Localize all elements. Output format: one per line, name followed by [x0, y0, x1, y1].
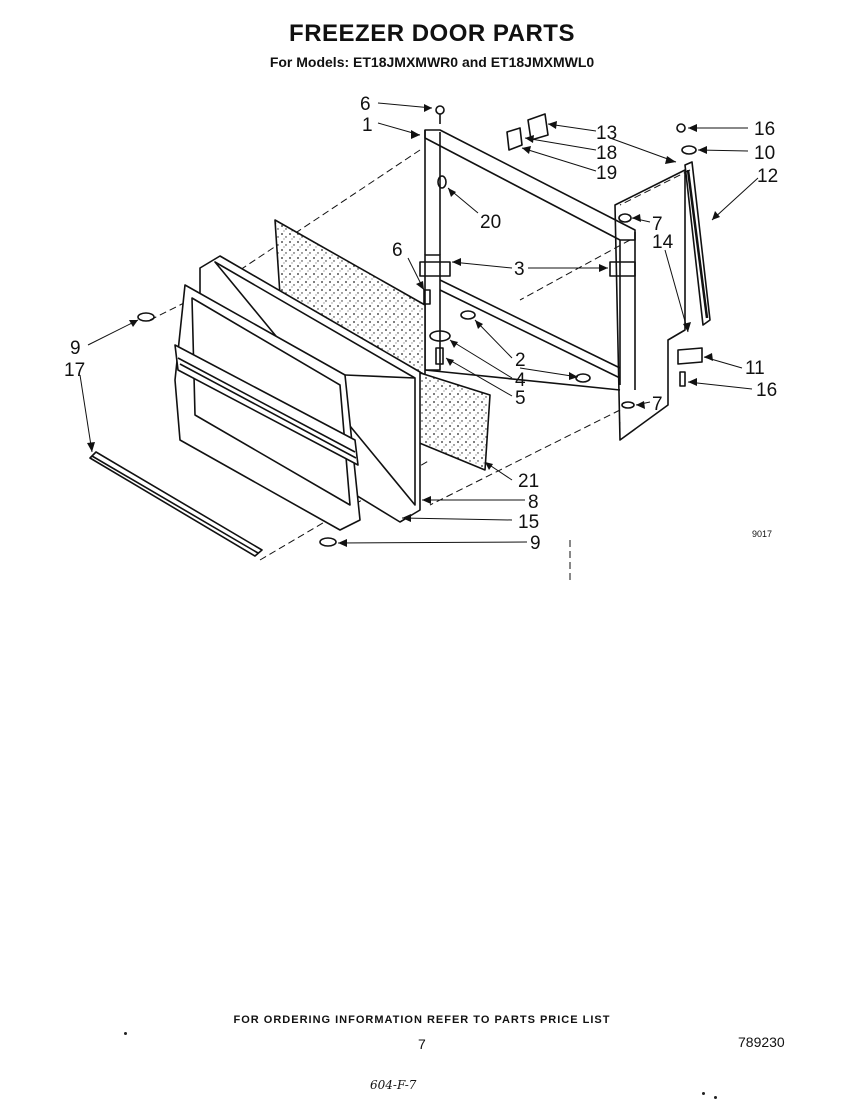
callout-6-top: 6 [360, 94, 371, 115]
callout-labels: 6 1 13 18 19 16 10 12 20 7 14 3 6 9 17 2… [64, 94, 778, 554]
callout-9-bottom: 9 [530, 533, 541, 554]
callout-7-top: 7 [652, 214, 663, 235]
callout-15: 15 [518, 512, 539, 533]
model-subtitle: For Models: ET18JMXMWR0 and ET18JMXMWL0 [269, 54, 595, 70]
door-gasket [89, 451, 263, 557]
document-number: 789230 [738, 1034, 785, 1050]
callout-18: 18 [596, 143, 617, 164]
callout-11: 11 [745, 358, 765, 379]
fasteners [137, 105, 703, 547]
callout-10: 10 [754, 143, 775, 164]
hinge-shims [506, 113, 549, 151]
callout-7-bottom: 7 [652, 394, 663, 415]
callout-19: 19 [596, 163, 617, 184]
ordering-note: FOR ORDERING INFORMATION REFER TO PARTS … [233, 1014, 611, 1026]
callout-16-top: 16 [754, 119, 775, 140]
callout-5: 5 [515, 388, 526, 409]
callout-20: 20 [480, 212, 501, 233]
stray-mark [714, 1096, 717, 1099]
figure-code: 9017 [752, 529, 772, 539]
leader-arrowheads [87, 104, 720, 547]
callout-17: 17 [64, 360, 85, 381]
hinge-bracket [614, 169, 686, 441]
hinge-rod [684, 161, 711, 326]
page-number: 7 [418, 1036, 426, 1052]
callout-2: 2 [515, 350, 526, 371]
callout-6-mid: 6 [392, 240, 403, 261]
assembly-dashed-lines [149, 149, 691, 580]
callout-1: 1 [362, 115, 373, 136]
stray-mark [702, 1092, 705, 1095]
callout-14: 14 [652, 232, 674, 253]
callout-9-left: 9 [70, 338, 81, 359]
door-panel [174, 255, 421, 531]
page-title: FREEZER DOOR PARTS [289, 20, 575, 47]
callout-21: 21 [518, 471, 539, 492]
callout-13: 13 [596, 123, 617, 144]
callout-12: 12 [757, 166, 778, 187]
handwritten-note: 604-F-7 [370, 1078, 417, 1092]
callout-3: 3 [514, 259, 525, 280]
callout-8: 8 [528, 492, 539, 513]
callout-16-bottom: 16 [756, 380, 777, 401]
stray-mark [124, 1032, 127, 1035]
callout-4: 4 [515, 370, 526, 391]
